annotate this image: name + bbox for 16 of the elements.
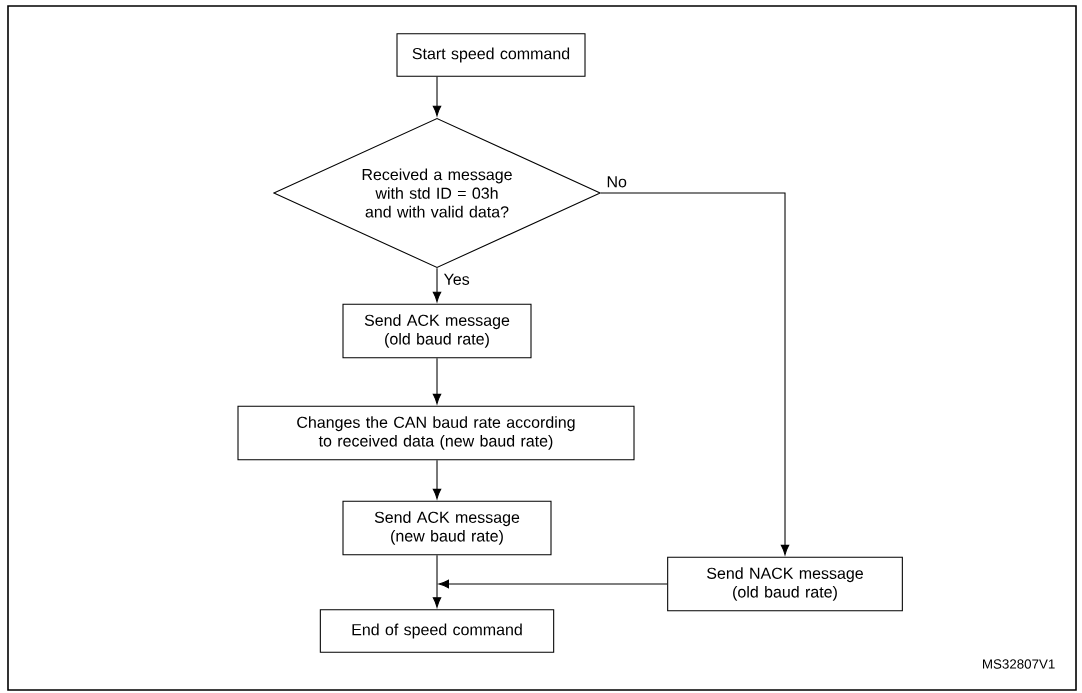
arrow bbox=[432, 267, 442, 303]
figure-id: MS32807V1 bbox=[983, 659, 1055, 669]
process-box: Send ACK message (new baud rate) bbox=[342, 500, 552, 556]
edge-label: No bbox=[607, 176, 627, 188]
arrow bbox=[600, 192, 790, 556]
arrow bbox=[432, 76, 442, 117]
process-box: Changes the CAN baud rate according to received data (new baud rate) bbox=[237, 405, 635, 461]
process-box: End of speed command bbox=[319, 609, 555, 653]
edge-label: Yes bbox=[443, 273, 470, 285]
process-box: Send NACK message (old baud rate) bbox=[667, 556, 903, 612]
arrow bbox=[432, 459, 442, 500]
arrow bbox=[432, 357, 442, 405]
process-box: Start speed command bbox=[396, 33, 586, 77]
arrow bbox=[432, 554, 442, 608]
arrow bbox=[438, 579, 668, 589]
process-box: Send ACK message (old baud rate) bbox=[342, 303, 532, 359]
